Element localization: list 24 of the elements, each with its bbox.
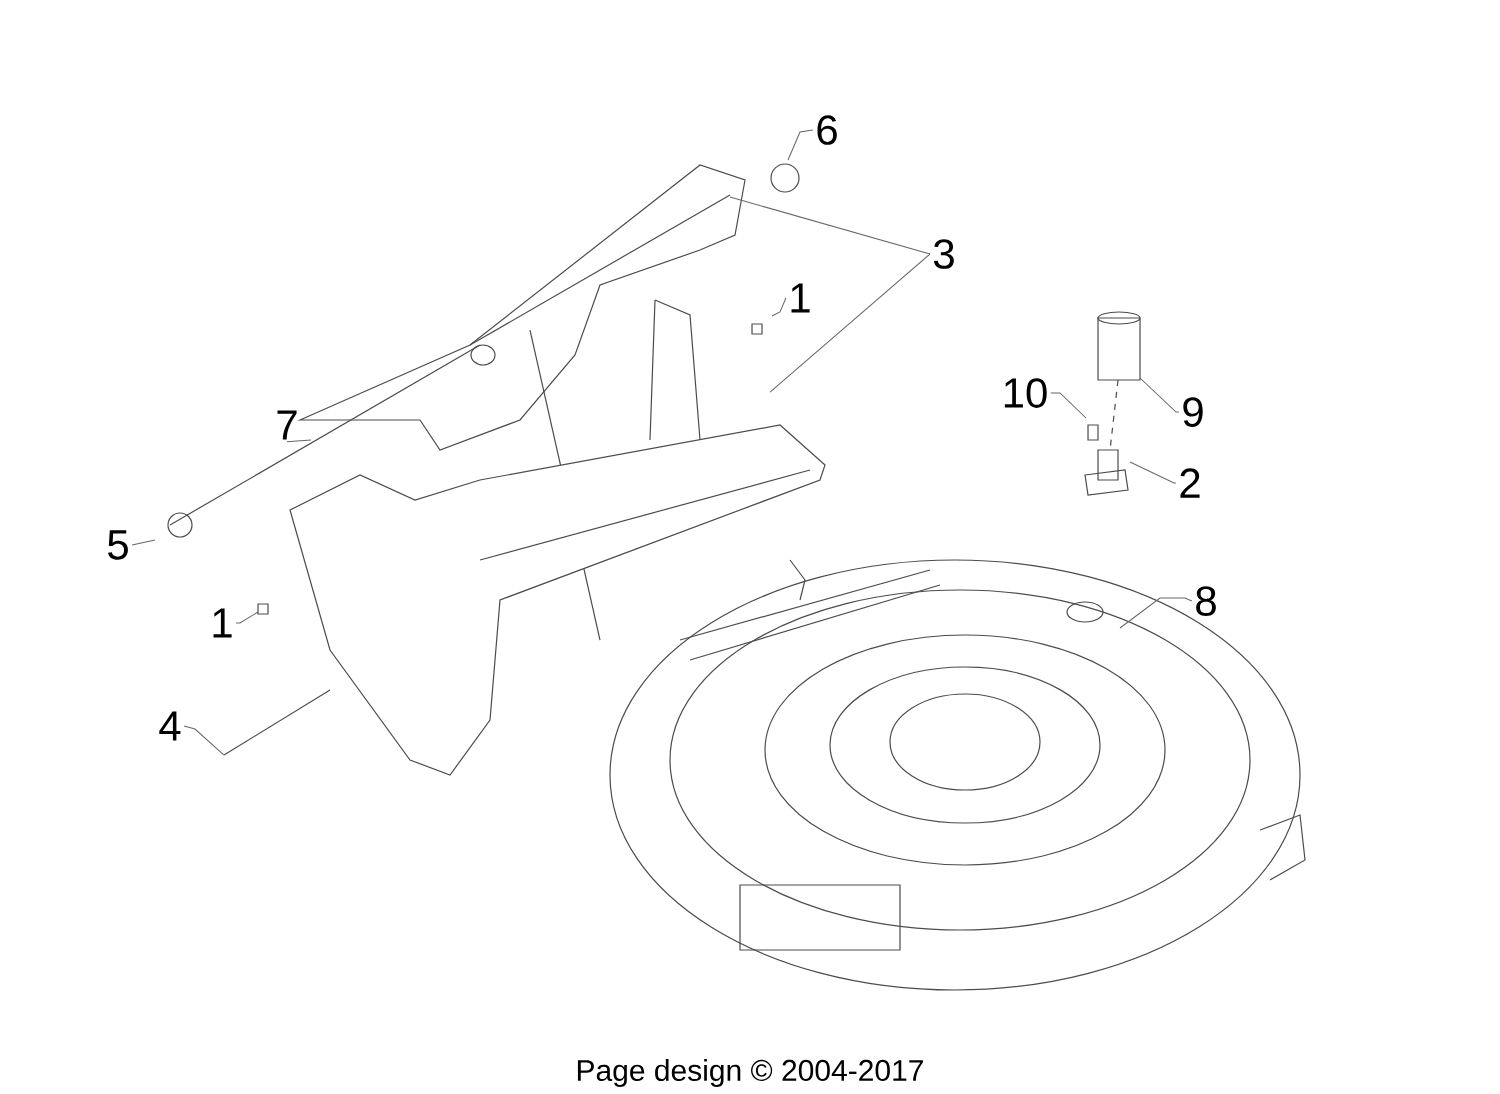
- leader-line: [235, 611, 259, 624]
- callout-number: 4: [159, 711, 181, 741]
- leader-line: [131, 539, 156, 546]
- leader-line: [729, 196, 931, 255]
- callout-number: 10: [1004, 378, 1047, 408]
- callout-number: 9: [1183, 397, 1203, 427]
- callout-number: 1: [213, 608, 232, 638]
- leader-line: [1139, 377, 1180, 413]
- leader-line: [183, 725, 225, 756]
- leader-line: [1050, 392, 1087, 419]
- callout-number: 1: [791, 283, 810, 313]
- callout-number: 8: [1196, 586, 1216, 616]
- leader-line: [1129, 461, 1177, 484]
- leader-line: [787, 129, 814, 161]
- leader-line: [1119, 597, 1193, 629]
- callout-number: 7: [277, 410, 297, 440]
- footer-text: Page design © 2004-2017: [577, 1059, 923, 1087]
- callout-number: 6: [817, 115, 837, 145]
- callout-number: 3: [933, 239, 954, 269]
- leader-line: [771, 297, 787, 317]
- callout-number: 5: [108, 530, 128, 560]
- leader-line: [286, 439, 312, 443]
- callout-number: 2: [1180, 468, 1200, 498]
- leader-line: [769, 253, 931, 393]
